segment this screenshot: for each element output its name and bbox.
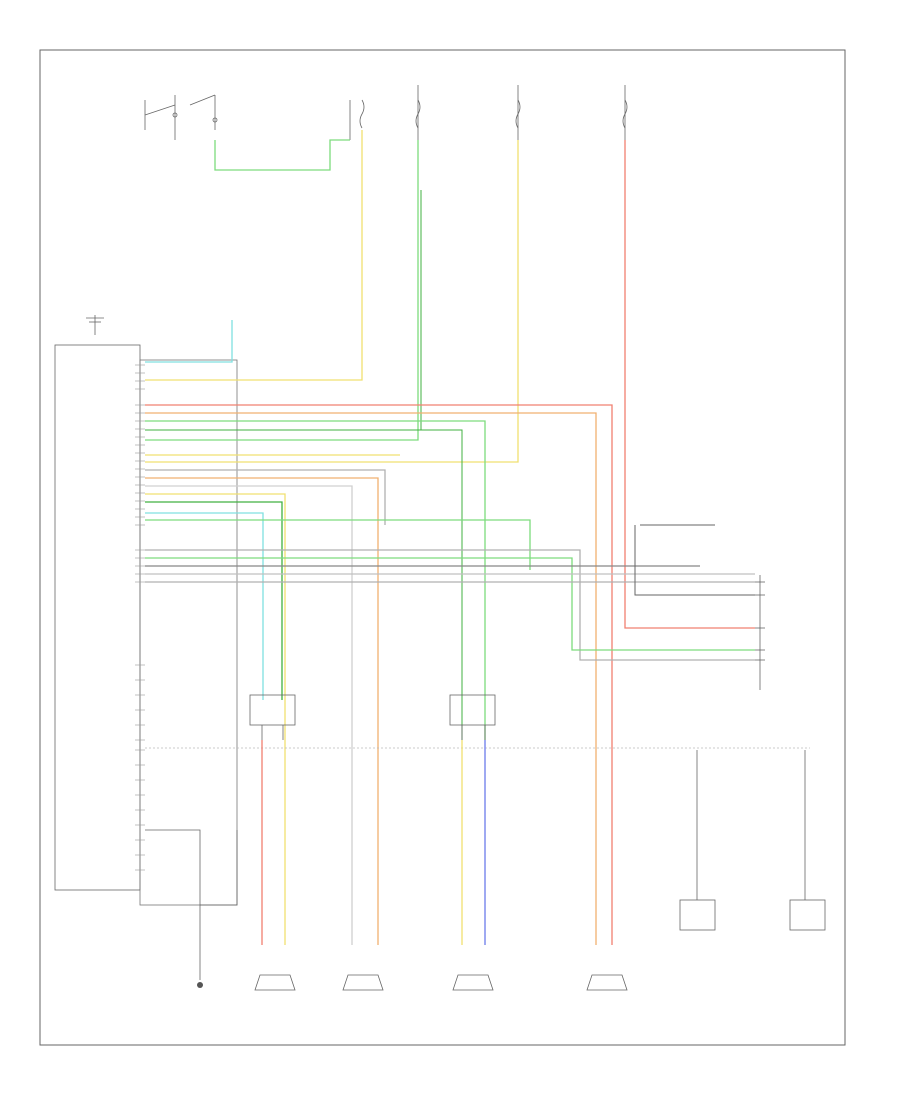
wire-green-lf <box>145 501 283 700</box>
wire-fuse3-yellow <box>145 140 519 463</box>
wire-ground-loop <box>200 830 238 906</box>
wire-yellow-lf <box>145 493 286 945</box>
right-front-tweeter <box>449 694 496 740</box>
fuse-1 <box>349 99 365 140</box>
wire-green-amp <box>145 557 755 651</box>
left-rear-speaker <box>342 974 384 991</box>
wire-gray-1 <box>145 469 386 525</box>
wire-ground-radio <box>145 829 201 980</box>
ground-symbol <box>197 982 203 988</box>
amplifier-connector <box>755 575 765 690</box>
left-front-tweeter <box>249 694 296 740</box>
wire-fuse1-yellow <box>145 130 363 381</box>
wire-dark-amp4 <box>634 525 755 596</box>
left-front-speaker <box>254 974 296 991</box>
wire-green-rr2 <box>145 429 463 945</box>
wire-ignition-green <box>214 139 350 171</box>
radio-pin-ticks <box>135 364 145 871</box>
module-box-1 <box>679 750 716 931</box>
right-rear-speaker <box>586 974 628 991</box>
wire-fuse4-red <box>624 140 755 629</box>
wire-green-rr <box>145 420 486 945</box>
wire-cyan-lf <box>145 512 264 700</box>
antenna-symbol <box>86 315 104 335</box>
wire-green-long <box>145 519 531 570</box>
radio-connector <box>54 344 141 891</box>
fuse-3 <box>515 85 521 140</box>
wire-red-rf <box>145 404 613 945</box>
wire-fuse2-green <box>145 140 419 441</box>
wire-cyan-illum <box>145 320 233 363</box>
fuse-4 <box>622 85 628 140</box>
radio-housing <box>139 359 238 906</box>
diagram-frame <box>39 49 846 1046</box>
module-box-2 <box>789 750 826 931</box>
wire-gray-lf <box>145 485 353 945</box>
right-front-speaker <box>452 974 494 991</box>
wire-orange-lf <box>145 477 379 945</box>
ignition-switch <box>144 94 218 140</box>
fuse-2 <box>415 85 421 140</box>
wire-orange-rf <box>145 412 597 945</box>
wire-gray-amp1 <box>145 549 755 661</box>
